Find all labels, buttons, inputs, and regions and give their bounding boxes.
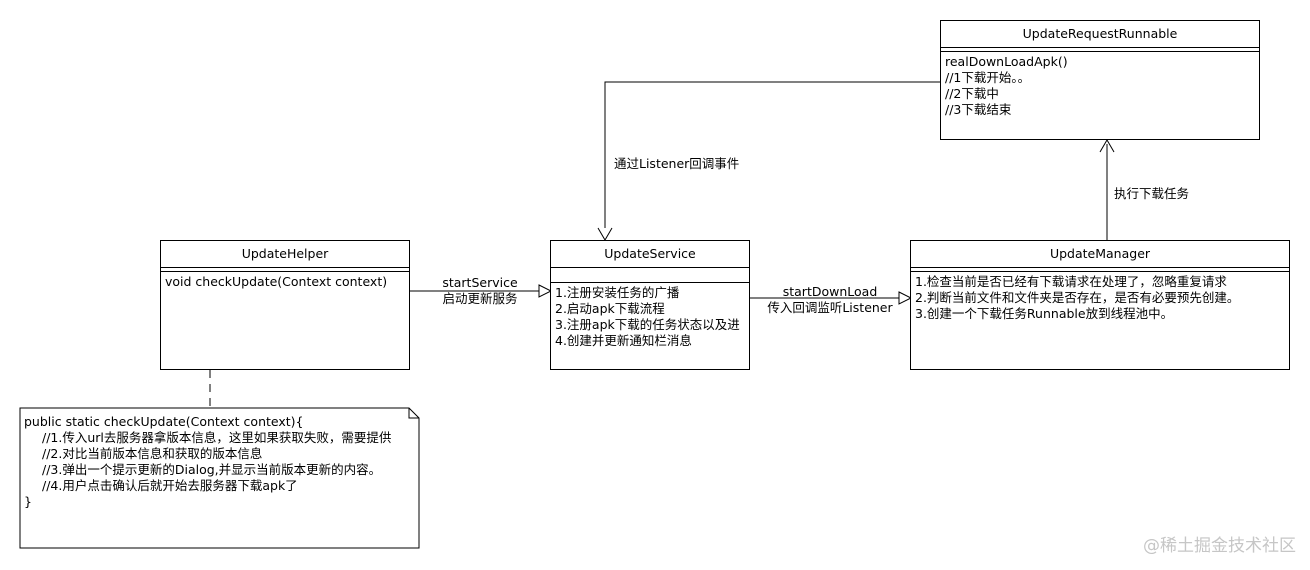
class-divider — [941, 48, 1259, 52]
method-line: //2下载中 — [945, 86, 999, 101]
edge-label-start-download: startDownLoad — [782, 284, 878, 299]
watermark: @稀土掘金技术社区 — [1143, 536, 1296, 556]
note-line: //2.对比当前版本信息和获取的版本信息 — [42, 446, 263, 461]
arrowhead-service — [538, 284, 553, 298]
class-divider — [161, 268, 409, 272]
edge-label-pass-listener: 传入回调监听Listener — [767, 300, 893, 315]
class-title: UpdateRequestRunnable — [941, 21, 1259, 48]
class-divider — [551, 268, 749, 283]
method-line: 4.创建并更新通知栏消息 — [555, 333, 692, 348]
method-line: void checkUpdate(Context context) — [165, 274, 388, 289]
note-line: //3.弹出一个提示更新的Dialog,并显示当前版本更新的内容。 — [42, 462, 382, 477]
method-line: 3.创建一个下载任务Runnable放到线程池中。 — [915, 306, 1174, 321]
class-update-helper[interactable]: UpdateHelper void checkUpdate(Context co… — [160, 240, 410, 370]
method-line: realDownLoadApk() — [945, 54, 1068, 69]
note-shape — [19, 407, 420, 549]
method-line: //3下载结束 — [945, 102, 1012, 117]
class-methods: void checkUpdate(Context context) — [161, 272, 409, 292]
class-title: UpdateHelper — [161, 241, 409, 268]
class-title: UpdateService — [551, 241, 749, 268]
edge-label-listener-callback: 通过Listener回调事件 — [614, 156, 740, 171]
method-line: 1.注册安装任务的广播 — [555, 285, 680, 300]
note-footer: } — [24, 494, 32, 509]
arrowhead-service-callback — [597, 227, 613, 241]
class-divider — [911, 268, 1289, 272]
arrowhead-runnable — [1099, 139, 1115, 153]
class-update-request-runnable[interactable]: UpdateRequestRunnable realDownLoadApk() … — [940, 20, 1260, 140]
method-line: 3.注册apk下载的任务状态以及进 — [555, 317, 740, 332]
class-methods: 1.注册安装任务的广播 2.启动apk下载流程 3.注册apk下载的任务状态以及… — [551, 283, 749, 351]
edge-runnable-to-service — [604, 81, 940, 228]
class-methods: realDownLoadApk() //1下载开始。。 //2下载中 //3下载… — [941, 52, 1259, 120]
method-line: 2.判断当前文件和文件夹是否存在，是否有必要预先创建。 — [915, 290, 1240, 305]
class-update-service[interactable]: UpdateService 1.注册安装任务的广播 2.启动apk下载流程 3.… — [550, 240, 750, 370]
note-content: public static checkUpdate(Context contex… — [24, 414, 420, 544]
edge-label-start-update-service: 启动更新服务 — [442, 291, 518, 306]
note-line: //1.传入url去服务器拿版本信息，这里如果获取失败，需要提供 — [42, 430, 392, 445]
method-line: 1.检查当前是否已经有下载请求在处理了，忽略重复请求 — [915, 274, 1227, 289]
note-line: //4.用户点击确认后就开始去服务器下载apk了 — [42, 478, 298, 493]
arrowhead-manager — [898, 291, 913, 305]
edge-label-start-service: startService — [442, 275, 518, 290]
method-line: 2.启动apk下载流程 — [555, 301, 665, 316]
class-title: UpdateManager — [911, 241, 1289, 268]
method-line: //1下载开始。。 — [945, 70, 1031, 85]
class-update-manager[interactable]: UpdateManager 1.检查当前是否已经有下载请求在处理了，忽略重复请求… — [910, 240, 1290, 370]
class-methods: 1.检查当前是否已经有下载请求在处理了，忽略重复请求 2.判断当前文件和文件夹是… — [911, 272, 1289, 324]
note-fold — [408, 408, 419, 419]
edge-label-execute-download: 执行下载任务 — [1114, 186, 1190, 201]
note-header: public static checkUpdate(Context contex… — [24, 414, 304, 429]
